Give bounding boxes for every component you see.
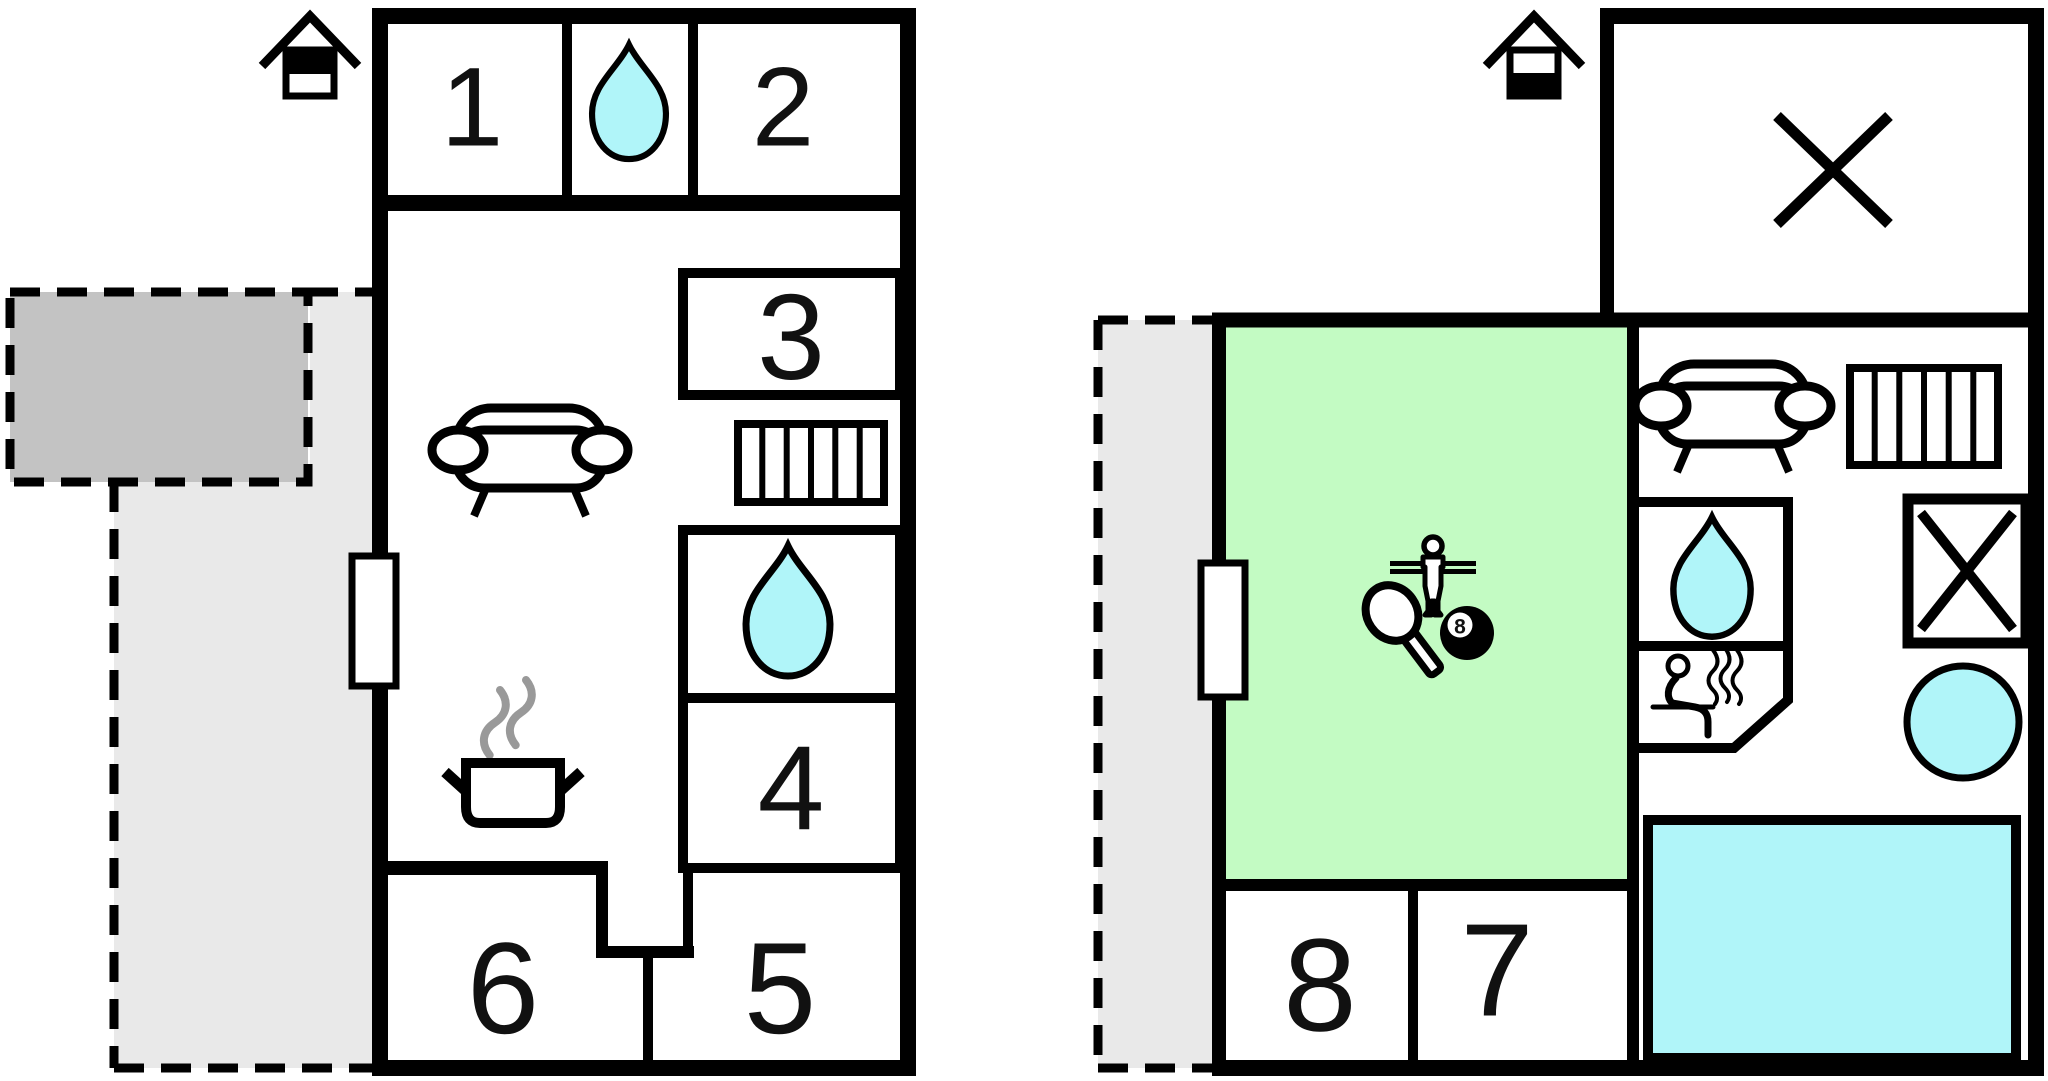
- terrace-dark-area-left-plan: [5, 287, 313, 487]
- foosball-player-icon: [1390, 534, 1476, 618]
- door-opening-right-plan: [1197, 559, 1249, 701]
- room-label-6: 6: [467, 915, 539, 1061]
- steam-icon: [479, 676, 536, 760]
- swimming-pool: [1643, 815, 2021, 1063]
- water-drop-icon: [592, 45, 666, 159]
- eight-ball-number: 8: [1454, 616, 1466, 639]
- room-label-8: 8: [1283, 912, 1356, 1059]
- crossed-room-x-icon: [1773, 112, 1893, 228]
- radiator-icon: [734, 420, 888, 506]
- table-tennis-paddle-icon: [1361, 581, 1445, 679]
- cooking-pot-icon: [441, 758, 585, 828]
- house-entrance-icon-right: [1486, 16, 1582, 100]
- door-opening-left-plan: [348, 552, 400, 690]
- room-label-4: 4: [758, 721, 825, 855]
- sauna-person-icon: [1650, 646, 1744, 739]
- room-label-1: 1: [441, 45, 503, 170]
- right-building-walls: [1212, 8, 2044, 1076]
- sofa-icon: [1635, 364, 1831, 472]
- left-building-walls: [372, 8, 916, 1076]
- room-label-2: 2: [752, 45, 814, 170]
- room-label-5: 5: [744, 915, 816, 1061]
- house-entrance-icon-left: [262, 16, 358, 100]
- sofa-icon: [432, 408, 628, 516]
- crossed-box-icon: [1917, 509, 2017, 633]
- room-label-3: 3: [757, 269, 825, 405]
- hot-tub-icon: [1903, 662, 2023, 782]
- radiator-icon: [1846, 364, 2002, 469]
- billiard-eight-ball-icon: 8: [1440, 606, 1494, 660]
- terrace-light-area-right-plan: [1098, 320, 1212, 1068]
- room-label-7: 7: [1460, 897, 1533, 1044]
